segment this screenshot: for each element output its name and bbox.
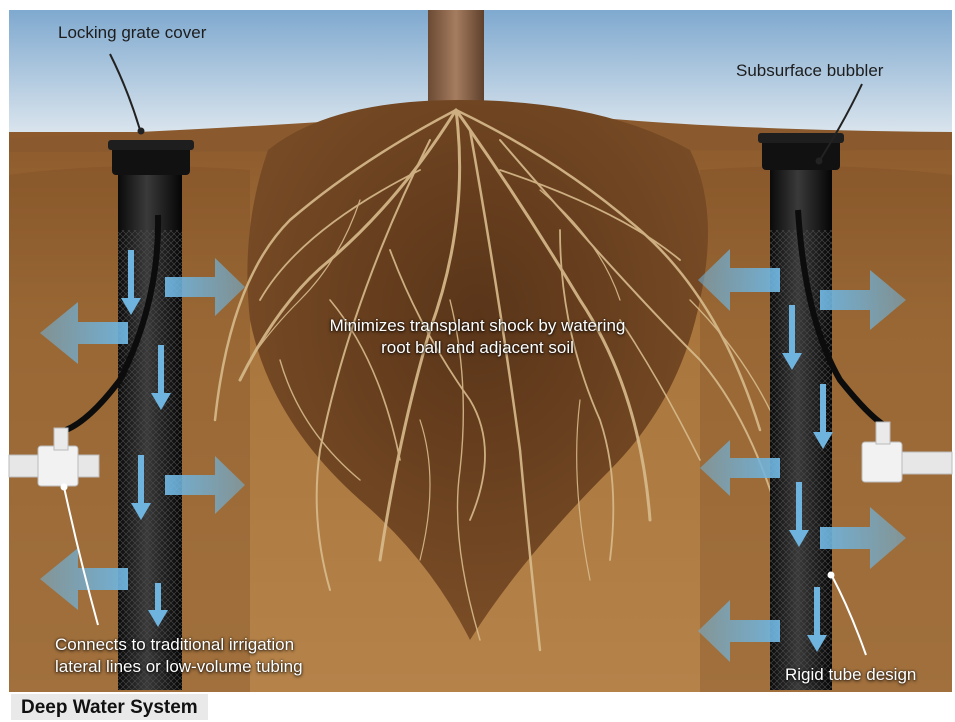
connects-annotation: Connects to traditional irrigation later… bbox=[55, 634, 303, 678]
left-tube bbox=[108, 140, 194, 690]
locking-grate-cover-label: Locking grate cover bbox=[58, 22, 206, 44]
figure-caption: Deep Water System bbox=[11, 694, 208, 720]
center-annotation-line-1: Minimizes transplant shock by watering bbox=[295, 315, 660, 337]
connects-annotation-line-2: lateral lines or low-volume tubing bbox=[55, 656, 303, 678]
tree-trunk bbox=[428, 10, 484, 105]
center-annotation-line-2: root ball and adjacent soil bbox=[295, 337, 660, 359]
subsurface-bubbler-label: Subsurface bubbler bbox=[736, 60, 883, 82]
rigid-tube-design-label: Rigid tube design bbox=[785, 664, 916, 686]
center-annotation: Minimizes transplant shock by watering r… bbox=[295, 315, 660, 359]
connects-annotation-line-1: Connects to traditional irrigation bbox=[55, 634, 303, 656]
